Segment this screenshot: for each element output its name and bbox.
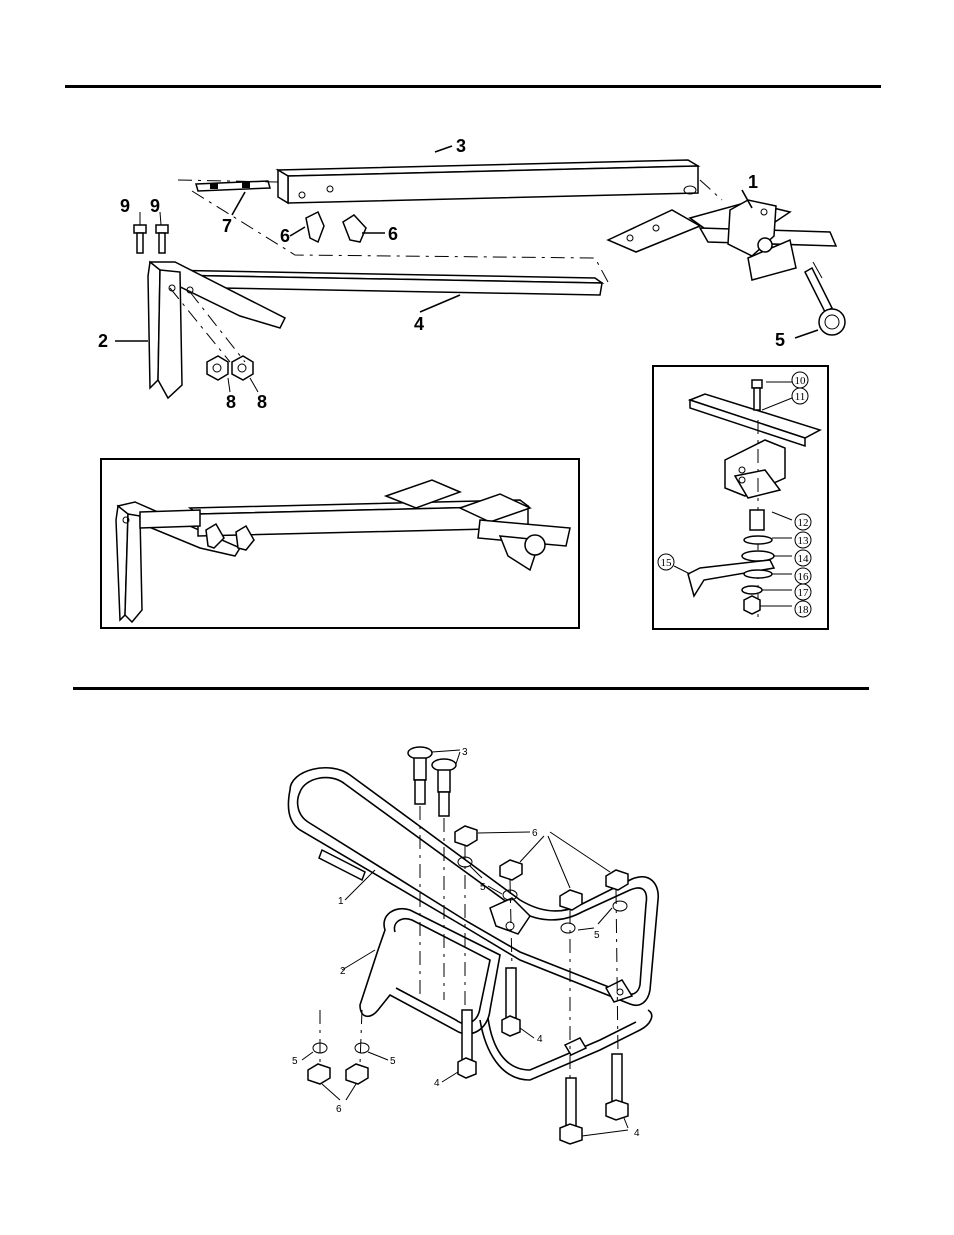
adjuster-plate-part-7 bbox=[195, 180, 271, 216]
inset-callout-17: 17 bbox=[798, 587, 810, 599]
runner-blade-part-2 bbox=[115, 260, 287, 400]
callout-6-left: 6 bbox=[280, 226, 290, 246]
callout-7: 7 bbox=[222, 216, 232, 236]
inset-callout-15: 15 bbox=[661, 557, 673, 569]
middle-divider-rule bbox=[73, 687, 869, 690]
bottom-callout-labels: 3 6 5 1 5 2 4 5 5 4 6 4 bbox=[292, 747, 640, 1139]
hitch-pin-part-5 bbox=[794, 261, 846, 339]
callout-6-right: 6 bbox=[388, 224, 398, 244]
inset-callout-14: 14 bbox=[798, 553, 810, 565]
bottom-callout-4-left: 4 bbox=[434, 1078, 440, 1089]
top-callout-labels: 3 1 9 9 7 6 6 4 2 5 8 8 bbox=[98, 136, 785, 412]
bottom-callout-5-upper-left: 5 bbox=[480, 882, 486, 893]
pivot-detail-inset-frame bbox=[652, 365, 829, 630]
callout-3: 3 bbox=[456, 136, 466, 156]
inset-callout-16: 16 bbox=[798, 571, 810, 583]
inset-callout-labels: 10 11 12 13 14 15 16 17 18 bbox=[657, 371, 812, 618]
callout-8-right: 8 bbox=[257, 392, 267, 412]
bottom-callout-4-right: 4 bbox=[634, 1128, 640, 1139]
top-divider-rule bbox=[65, 85, 881, 88]
bottom-callout-6-bottom: 6 bbox=[336, 1104, 342, 1115]
tongue-tube-part-3 bbox=[275, 145, 701, 205]
bottom-callout-5-lower-right: 5 bbox=[390, 1056, 396, 1067]
bottom-callout-2: 2 bbox=[340, 966, 346, 977]
pivot-detail-drawing bbox=[673, 379, 822, 620]
inset-callout-13: 13 bbox=[798, 535, 810, 547]
hex-bolts-part-4 bbox=[441, 967, 629, 1145]
bottom-callout-4-middle: 4 bbox=[537, 1034, 543, 1045]
callout-4: 4 bbox=[414, 314, 424, 334]
carriage-bolts-part-6 bbox=[289, 210, 385, 244]
hitch-bracket-part-1 bbox=[606, 189, 838, 281]
inset-callout-11: 11 bbox=[795, 391, 806, 403]
callout-8-left: 8 bbox=[226, 392, 236, 412]
callout-5: 5 bbox=[775, 330, 785, 350]
carriage-bolts-part-3 bbox=[407, 746, 461, 817]
inset-callout-12: 12 bbox=[798, 517, 809, 529]
hex-nuts-part-6 bbox=[307, 825, 629, 1101]
bottom-callout-5-upper-right: 5 bbox=[594, 930, 600, 941]
bottom-callout-5-lower-left: 5 bbox=[292, 1056, 298, 1067]
inset-callout-18: 18 bbox=[798, 604, 810, 616]
assembled-view-frame bbox=[100, 458, 580, 629]
lock-nuts-part-8 bbox=[206, 355, 259, 393]
top-assembly-guide-lines bbox=[169, 179, 723, 363]
bottom-callout-1: 1 bbox=[338, 896, 344, 907]
hex-bolts-part-9 bbox=[133, 211, 169, 254]
bottom-assembly-guide-lines bbox=[319, 806, 619, 1078]
callout-9-left: 9 bbox=[120, 196, 130, 216]
assembled-hitch-drawing bbox=[115, 479, 571, 624]
bottom-callout-3: 3 bbox=[462, 747, 468, 758]
callout-1: 1 bbox=[748, 172, 758, 192]
inset-callout-10: 10 bbox=[795, 375, 807, 387]
handlebar-frame-part-1 bbox=[287, 767, 659, 1006]
callout-2: 2 bbox=[98, 331, 108, 351]
callout-9-right: 9 bbox=[150, 196, 160, 216]
bottom-callout-6-top: 6 bbox=[532, 828, 538, 839]
